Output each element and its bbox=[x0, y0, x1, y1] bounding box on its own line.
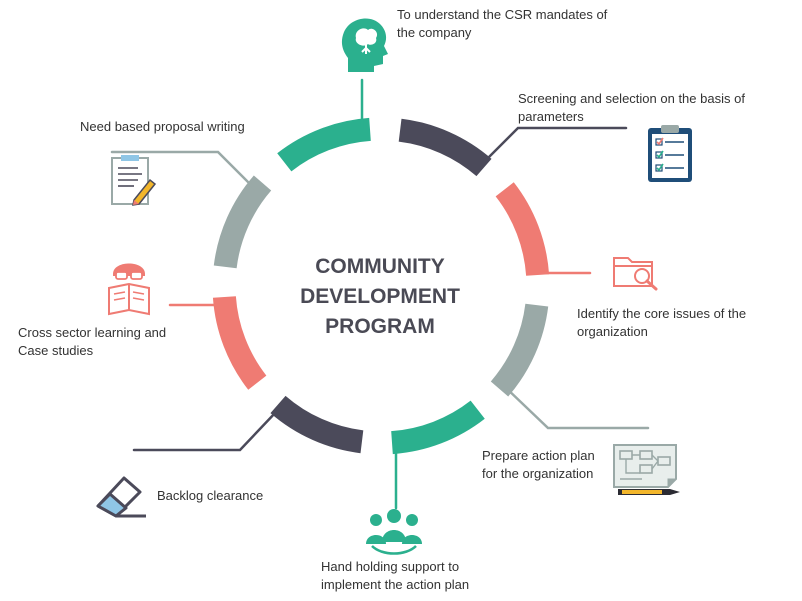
connector-proposal bbox=[110, 150, 258, 192]
step-label-action-plan: Prepare action plan for the organization bbox=[482, 448, 595, 481]
ring-arc-proposal bbox=[213, 175, 272, 269]
flowchart-plan-icon bbox=[613, 444, 680, 495]
head-brain-icon bbox=[341, 18, 388, 72]
center-title-line-2: DEVELOPMENT bbox=[300, 285, 460, 308]
ring-arc-action-plan bbox=[490, 303, 549, 397]
step-label-cross-sector: Cross sector learning and Case studies bbox=[18, 325, 167, 358]
center-title: COMMUNITY DEVELOPMENT PROGRAM bbox=[270, 252, 490, 342]
connector-action-plan bbox=[502, 384, 650, 430]
clipboard-checklist-icon bbox=[648, 125, 692, 182]
reader-book-icon bbox=[108, 263, 150, 316]
ring-arc-backlog bbox=[270, 395, 364, 454]
ring-arc-core-issues bbox=[495, 182, 550, 277]
team-group-icon bbox=[366, 509, 422, 555]
ring-arc-cross-sector bbox=[212, 295, 267, 390]
document-pencil-icon bbox=[111, 155, 156, 206]
eraser-icon bbox=[96, 476, 146, 518]
folder-search-icon bbox=[613, 257, 658, 291]
connector-screening bbox=[480, 126, 628, 166]
ring-arc-screening bbox=[398, 118, 492, 177]
center-title-line-1: COMMUNITY bbox=[315, 255, 445, 278]
step-label-core-issues: Identify the core issues of the organiza… bbox=[577, 306, 747, 339]
step-label-proposal: Need based proposal writing bbox=[80, 119, 245, 134]
step-label-backlog: Backlog clearance bbox=[157, 488, 264, 503]
ring-arc-csr-mandates bbox=[277, 117, 372, 172]
step-label-csr-mandates: To understand the CSR mandates of the co… bbox=[397, 7, 608, 40]
center-title-line-3: PROGRAM bbox=[325, 315, 435, 338]
step-label-hand-holding: Hand holding support to implement the ac… bbox=[321, 559, 470, 592]
step-label-screening: Screening and selection on the basis of … bbox=[518, 91, 745, 124]
ring-arc-hand-holding bbox=[390, 400, 485, 455]
connector-backlog bbox=[132, 410, 278, 452]
